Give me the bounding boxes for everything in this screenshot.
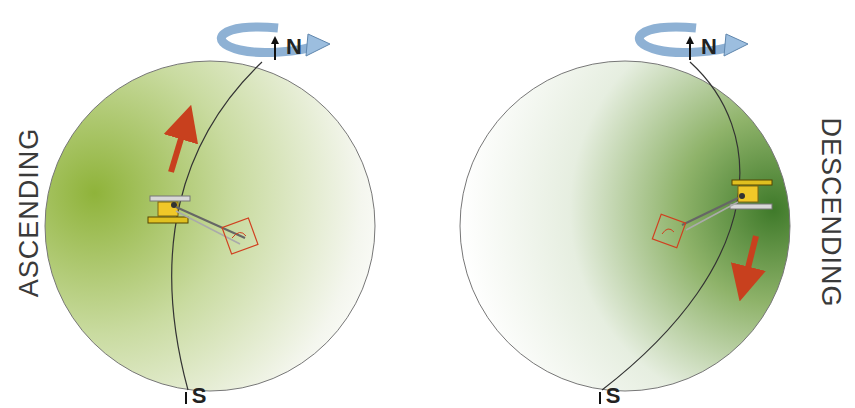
- globe-descending: [460, 27, 790, 404]
- pole-label: N: [701, 36, 717, 58]
- globe-ascending: [45, 27, 375, 404]
- pole-label: S: [606, 385, 621, 407]
- pole-label: S: [192, 385, 207, 407]
- orbit-direction-label: ASCENDING: [17, 127, 44, 297]
- pole-label: N: [286, 36, 302, 58]
- orbit-direction-label: DESCENDING: [817, 117, 844, 307]
